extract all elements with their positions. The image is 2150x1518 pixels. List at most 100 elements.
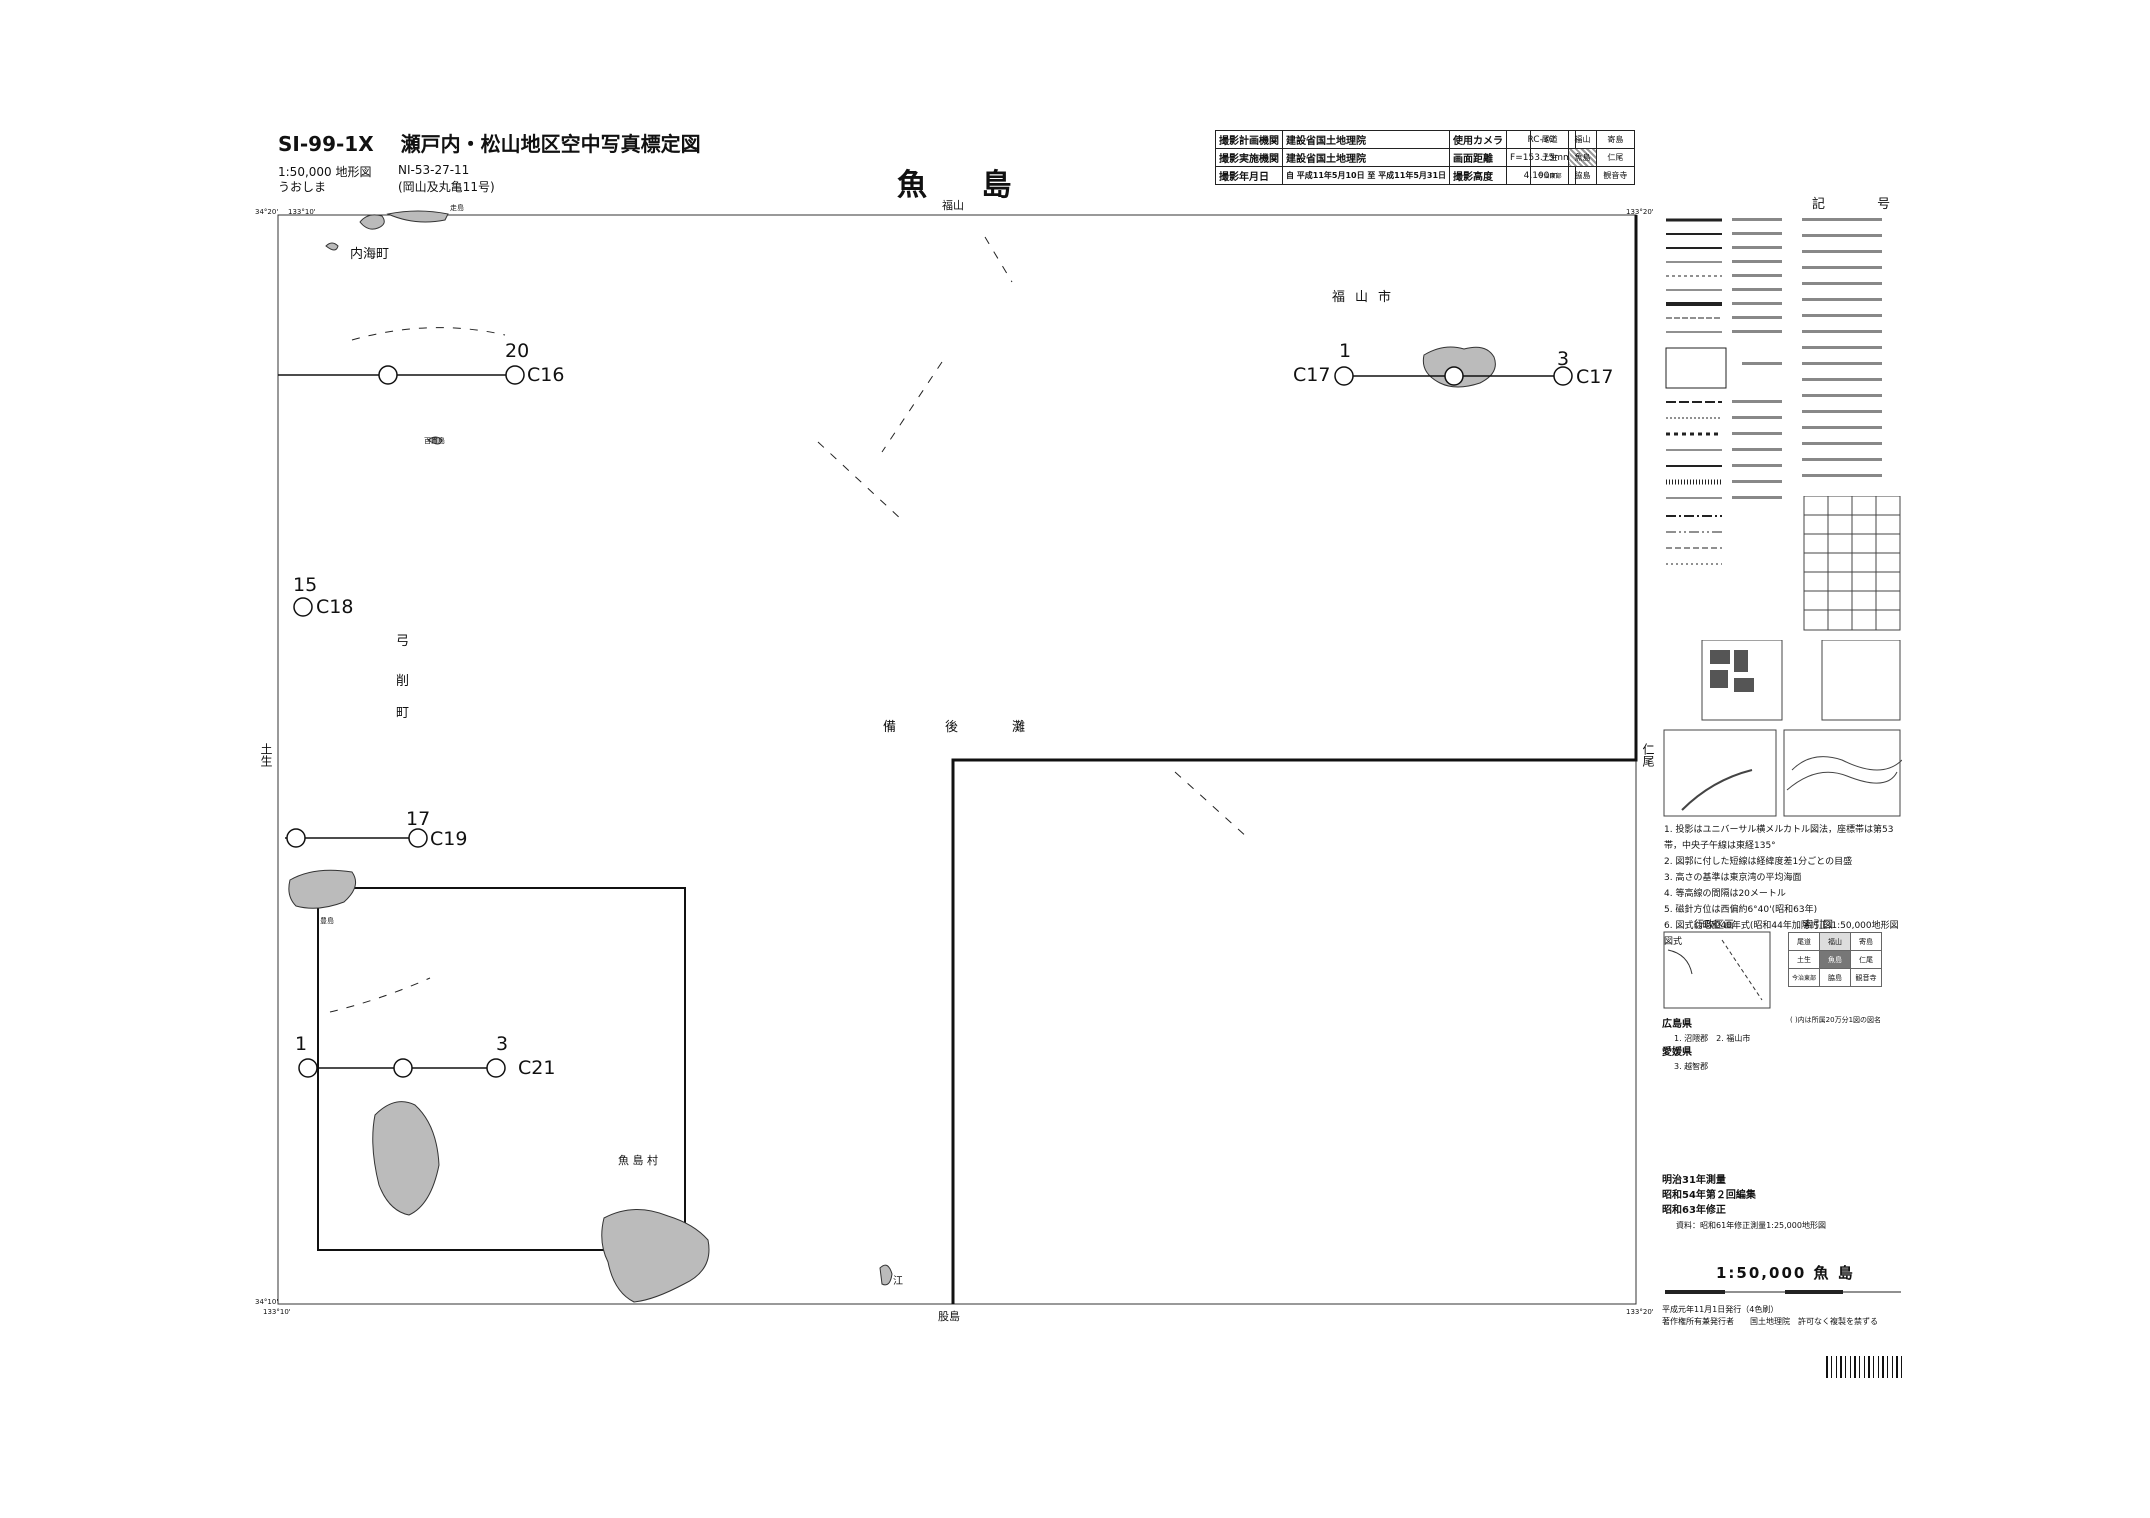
legend-text-line [1732, 480, 1782, 483]
legend-text-line [1802, 234, 1882, 237]
corner-coord: 133°10' [263, 1308, 291, 1316]
photo-number: 1 [1339, 340, 1352, 362]
island-label: 走島 [450, 204, 464, 212]
legend-text-line [1732, 274, 1782, 277]
block [1734, 650, 1748, 672]
legend-text-line [1732, 232, 1782, 235]
islands [288, 210, 1496, 1303]
sample-contour [1791, 756, 1902, 771]
edge-label-left: 土生 [259, 743, 273, 767]
legend-text-line [1802, 394, 1882, 397]
history-line: 明治31年測量 [1662, 1175, 1726, 1186]
island-toyoshima [288, 869, 357, 909]
sample-building-blocks [1710, 650, 1754, 692]
legend-landuse-grid [1666, 496, 1901, 631]
prefecture-list: 広島県 1. 沼隈郡 2. 福山市 愛媛県 3. 越智郡 [1662, 1018, 1750, 1074]
index-row: 土生 魚島 仁尾 [1788, 950, 1882, 969]
index-cell: 今治東部 [1529, 166, 1570, 185]
info-cell: 自 平成11年5月10日 至 平成11年5月31日 [1281, 166, 1451, 185]
pub-line: 平成元年11月1日発行（4色刷） [1662, 1305, 1779, 1314]
barcode-bar [1873, 1356, 1874, 1378]
sample-map-frame [1701, 640, 1783, 721]
legend-text-line [1732, 496, 1782, 499]
prefecture-name: 広島県 [1662, 1019, 1692, 1030]
route-dash [817, 441, 903, 521]
photo-center [1553, 366, 1573, 386]
route-dash [329, 977, 431, 1013]
legend-line-symbols [1665, 218, 1882, 499]
legend-text-line [1732, 464, 1782, 467]
admin-map-frame [1663, 931, 1771, 1009]
photo-center [505, 365, 525, 385]
barcode-bar [1901, 1356, 1902, 1378]
photo-center [298, 1058, 318, 1078]
barcode-bar [1878, 1356, 1879, 1378]
legend-text-line [1802, 314, 1882, 317]
corner-coord: 34°20' [255, 208, 279, 216]
photo-number: 15 [293, 574, 318, 596]
scale-title: 1:50,000 魚 島 [1716, 1264, 1855, 1282]
barcode-bar [1882, 1356, 1884, 1378]
index-cell: 土生 [1788, 950, 1820, 969]
index-map-title: 索引図 [1803, 920, 1833, 931]
legend-text-line [1732, 302, 1782, 305]
sample-road [1681, 769, 1753, 811]
route-dash [984, 236, 1013, 283]
map-header-title: SI-99-1X 瀬戸内・松山地区空中写真標定図 [278, 128, 701, 157]
legend-text-line [1802, 426, 1882, 429]
legend-text-line [1732, 330, 1782, 333]
barcode-bar [1826, 1356, 1828, 1378]
corner-coord: 133°10' [288, 208, 316, 216]
admin-map [1663, 931, 1771, 1009]
index-row: 土生 魚島 仁尾 [1529, 148, 1636, 167]
legend-text-line [1732, 400, 1782, 403]
photo-number: 3 [496, 1033, 509, 1055]
boundary-symbols [1666, 515, 1722, 565]
barcode-bar [1840, 1356, 1842, 1378]
photo-center [408, 828, 428, 848]
barcode-bar [1892, 1356, 1893, 1378]
map-notes: 1. 投影はユニバーサル横メルカトル図法，座標帯は第53帯，中央子午線は東経13… [1664, 822, 1904, 950]
photo-center [393, 1058, 413, 1078]
index-cell: 仁尾 [1850, 950, 1882, 969]
place-yuge-1: 弓 [396, 634, 410, 649]
index-cell: 尾道 [1788, 932, 1820, 951]
barcode-bar [1864, 1356, 1865, 1378]
prefecture-name: 愛媛県 [1662, 1047, 1692, 1058]
barcode-image [1826, 1356, 1902, 1378]
legend-text-line [1802, 266, 1882, 269]
map-reading: うおしま [278, 180, 327, 194]
place-uchiumi: 内海町 [350, 247, 390, 262]
photo-center [378, 365, 398, 385]
photo-number: 1 [295, 1033, 308, 1055]
adjacent-sheet-index: 尾道 福山 寄島 土生 魚島 仁尾 今治東部 脇島 観音寺 [1529, 130, 1636, 185]
barcode-bar [1859, 1356, 1860, 1378]
scale-label: 1:50,000 地形図 [278, 165, 372, 179]
history-line: 昭和63年修正 [1662, 1205, 1726, 1216]
place-bingo-2: 後 [945, 720, 959, 735]
block [1710, 670, 1728, 688]
note-line: 4. 等高線の間隔は20メートル [1664, 889, 1786, 899]
legend-text-line [1802, 474, 1882, 477]
inset-frame [317, 887, 686, 1251]
legend-text-line [1802, 282, 1882, 285]
edge-label-top: 福山 [942, 199, 964, 212]
note-line: 3. 高さの基準は東京湾の平均海面 [1664, 873, 1802, 883]
history-line: 資料：昭和61年修正測量1:25,000地形図 [1676, 1221, 1826, 1230]
survey-history: 明治31年測量 昭和54年第２回編集 昭和63年修正 資料：昭和61年修正測量1… [1662, 1173, 1826, 1233]
barcode-bar [1850, 1356, 1851, 1378]
edge-label-bottom: 股島 [938, 1310, 960, 1323]
course-label: C17 [1576, 366, 1614, 388]
index-cell: 福山 [1819, 932, 1851, 951]
island-fukuyama-offshore [1422, 346, 1496, 388]
legend-text-line [1732, 432, 1782, 435]
island-hashirijima [359, 214, 385, 230]
legend-text-line [1802, 346, 1882, 349]
index-cell-current: 魚島 [1819, 950, 1851, 969]
route-dash [351, 327, 506, 341]
pub-line: 著作権所有兼発行者 国土地理院 許可なく複製を禁ずる [1662, 1317, 1878, 1326]
history-line: 昭和54年第２回編集 [1662, 1190, 1756, 1201]
note-line: 1. 投影はユニバーサル横メルカトル図法，座標帯は第53帯，中央子午線は東経13… [1664, 825, 1894, 851]
legend-text-line [1732, 218, 1782, 221]
